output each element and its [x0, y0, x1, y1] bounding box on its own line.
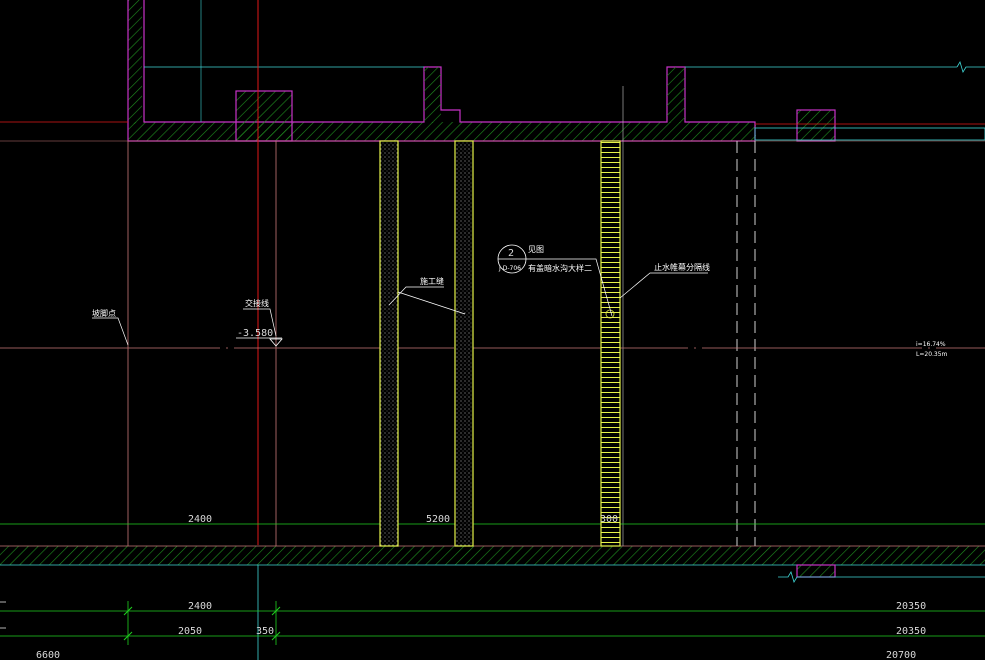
dim-row4-0: 6600: [36, 650, 60, 660]
right-stub-hatch: [667, 67, 685, 123]
slope-length: L=20.35m: [916, 351, 948, 358]
break-symbol-top: [956, 61, 985, 73]
detail-ref: 见图: [528, 245, 544, 254]
slope-ratio: i=16.74%: [916, 341, 946, 348]
dim-row3-2: 20350: [896, 626, 926, 637]
left-wall-hatch: [128, 0, 142, 124]
dim-row1-0: 2400: [188, 514, 212, 525]
elevation-marker: [269, 338, 283, 347]
column-cap-left: [235, 90, 293, 142]
bottom-slab-structure: [0, 545, 985, 583]
top-slab-structure: [0, 0, 985, 142]
dimension-lines: 2400 5200 300 2400 20350 2050 350 20350 …: [0, 514, 985, 660]
strip-elements: [379, 140, 621, 547]
dim-row1-1: 5200: [426, 514, 450, 525]
top-slab-hatch: [128, 122, 756, 141]
annotations: 坡脚点 交接线 -3.580 施工缝 2 J-D-706 见图 有盖暗水沟大样二…: [92, 244, 948, 358]
label-axis: 坡脚点: [92, 308, 116, 318]
dim-row2-0: 2400: [188, 601, 212, 612]
detail-sheet: J-D-706: [498, 265, 521, 272]
dim-row3-0: 2050: [178, 626, 202, 637]
detail-number: 2: [508, 248, 514, 259]
mid-stub-hatch: [424, 67, 441, 123]
label-pile: 止水帷幕分隔线: [654, 262, 710, 272]
dim-row2-1: 20350: [896, 601, 926, 612]
waterstop-strip-left: [379, 140, 399, 547]
top-slab-outline: [127, 0, 756, 142]
bottom-column-cap: [796, 564, 836, 578]
detail-description: 有盖暗水沟大样二: [528, 263, 592, 273]
dim-row4-1: 20700: [886, 650, 916, 660]
column-cap-right: [796, 109, 836, 142]
break-symbol-bottom: [778, 571, 985, 583]
label-waterstop-strip: 施工缝: [420, 276, 444, 286]
elevation-value: -3.580: [237, 328, 273, 339]
label-excavation-line: 交接线: [245, 298, 269, 308]
bottom-slab-hatch: [0, 546, 985, 565]
ladder-pile: [600, 140, 621, 547]
dim-row3-1: 350: [256, 626, 274, 637]
waterstop-strip-right: [454, 140, 474, 547]
dim-row1-2: 300: [600, 514, 618, 525]
